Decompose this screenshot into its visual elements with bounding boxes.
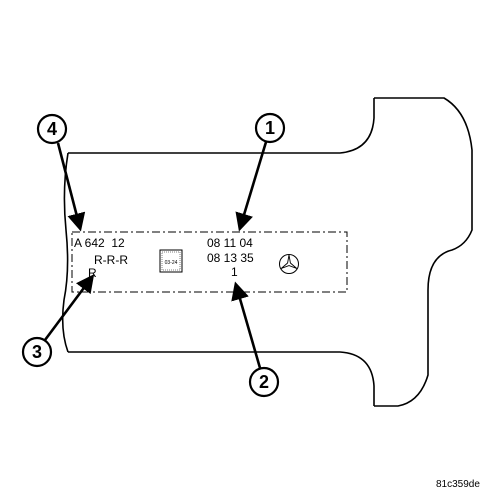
callout-number-3: 3 <box>31 341 42 362</box>
leader-3 <box>43 274 95 341</box>
code-letter-text: R <box>88 266 97 280</box>
shaft-outline <box>61 97 473 407</box>
serial-line1-text: 08 11 04 <box>207 236 253 250</box>
serial-line3-text: 1 <box>231 265 238 279</box>
part-number-text: A 642 12 <box>74 236 125 250</box>
stamp-area-border <box>71 231 348 293</box>
leader-4 <box>56 142 86 232</box>
callout-circles <box>21 112 286 398</box>
code-line-text: R-R-R <box>94 253 128 267</box>
callout-circle-2 <box>248 366 280 398</box>
serial-line2-text: 08 13 35 <box>207 251 254 265</box>
callout-number-4: 4 <box>46 118 57 139</box>
leader-lines <box>43 141 268 369</box>
callout-circle-3 <box>21 336 53 368</box>
leader-1 <box>235 141 268 232</box>
callout-number-1: 1 <box>264 117 275 138</box>
callout-circle-4 <box>36 113 68 145</box>
callout-circle-1 <box>254 112 286 144</box>
reference-id: 81c359de <box>436 479 480 490</box>
leader-2 <box>231 281 262 369</box>
data-matrix-code: 03-24 <box>159 249 183 273</box>
callout-number-2: 2 <box>258 371 269 392</box>
star-logo-icon <box>279 254 299 274</box>
matrix-code-text: 03-24 <box>165 260 178 266</box>
